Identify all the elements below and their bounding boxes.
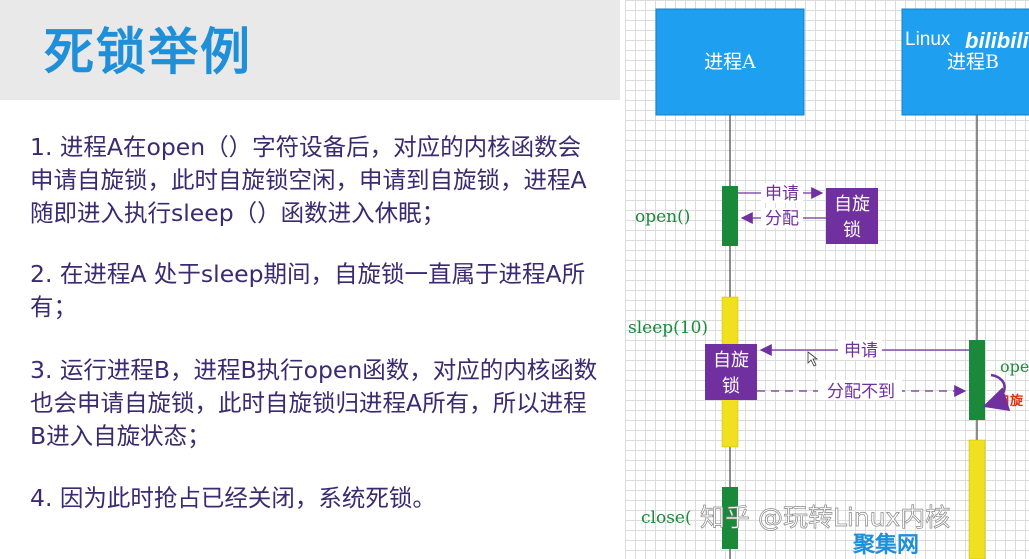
request-1-bg (761, 183, 803, 203)
paragraph-4: 4. 因为此时抢占已经关闭，系统死锁。 (30, 484, 436, 512)
spin-loop-arrow (982, 373, 1011, 412)
mouse-cursor-icon (807, 351, 819, 367)
allocate-1-label: 分配 (765, 209, 799, 229)
request-1-label: 申请 (765, 184, 799, 204)
spinlock-1-line-2: 锁 (843, 220, 861, 241)
sleep-label: sleep(10) (628, 318, 708, 338)
slide-title: 死锁举例 (44, 23, 252, 81)
request-2-bg (838, 340, 882, 360)
spinlock-1-line-1: 自旋 (834, 194, 870, 215)
open-a-label: open() (635, 207, 690, 227)
open-b-label: ope (1000, 357, 1029, 376)
allocate-1-bg (761, 208, 803, 228)
process-a-label: 进程A (704, 51, 756, 73)
watermark-site: 聚集网 (852, 532, 919, 558)
activation-close-a (722, 487, 738, 549)
allocate-fail-bg (818, 380, 902, 400)
bilibili-logo-icon: bilibili (965, 28, 1029, 53)
request-2-label: 申请 (844, 341, 878, 361)
spinlock-2-line-2: 锁 (722, 376, 740, 397)
close-label: close( (641, 508, 692, 528)
activation-spin-b (968, 439, 986, 559)
sequence-diagram-svg: 进程A 进程B open() sleep(10) close( 自旋 锁 申请 … (628, 8, 1029, 559)
process-b-label: 进程B (947, 51, 999, 73)
process-b-box (901, 8, 1029, 116)
sequence-diagram: 进程A 进程B open() sleep(10) close( 自旋 锁 申请 … (625, 0, 1029, 559)
watermark-zhihu: 知乎 @玩转Linux内核 (700, 503, 950, 532)
paragraph-2: 2. 在进程A 处于sleep期间，自旋锁一直属于进程A所有； (30, 260, 586, 321)
activation-open-b (969, 340, 985, 420)
process-a-box (655, 8, 805, 116)
allocate-fail-label: 分配不到 (827, 382, 895, 402)
spinlock-box-1 (826, 188, 878, 244)
spinlock-box-2 (705, 344, 757, 400)
spinlock-2-line-1: 自旋 (713, 350, 749, 371)
paragraph-3: 3. 运行进程B，进程B执行open函数，对应的内核函数也会申请自旋锁，此时自旋… (30, 356, 598, 450)
title-band: 死锁举例 (0, 0, 620, 100)
watermark-linux: Linux (905, 29, 951, 50)
paragraph-1: 1. 进程A在open（）字符设备后，对应的内核函数会申请自旋锁，此时自旋锁空闲… (30, 133, 587, 227)
activation-open-a (722, 186, 738, 246)
